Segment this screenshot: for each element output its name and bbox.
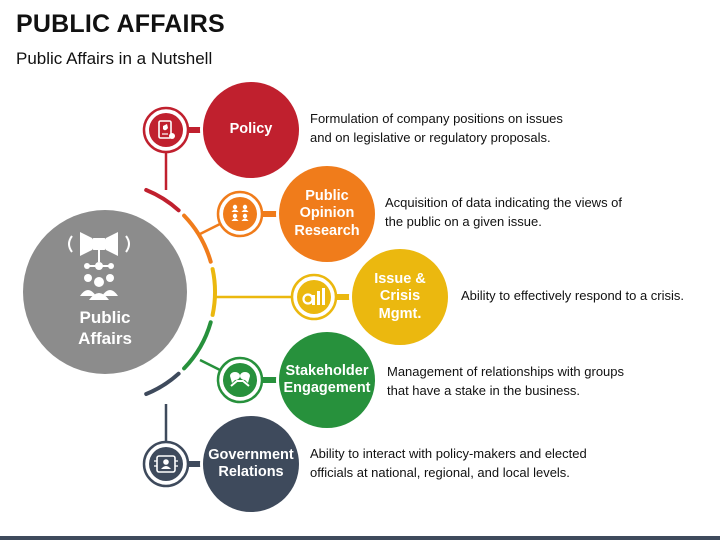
item-label-stakeholder-engagement: Stakeholder Engagement bbox=[283, 362, 371, 396]
item-description-policy: Formulation of company positions on issu… bbox=[310, 111, 563, 145]
arc-segment-issue-crisis-mgmt bbox=[210, 267, 218, 317]
big-circle-policy bbox=[203, 82, 299, 178]
item-description-public-opinion-research: Acquisition of data indicating the views… bbox=[385, 195, 623, 229]
big-circle-public-opinion-research bbox=[279, 166, 375, 262]
big-circle-stakeholder-engagement bbox=[279, 332, 375, 428]
icon-disc-public-opinion-research bbox=[223, 197, 257, 231]
arc-segment-public-opinion-research bbox=[182, 213, 213, 264]
speaker-network-people-icon bbox=[68, 232, 130, 300]
big-circle-government-relations bbox=[203, 416, 299, 512]
government-id-icon bbox=[154, 455, 178, 473]
page-title: PUBLIC AFFAIRS bbox=[16, 10, 225, 38]
icon-node-government-relations bbox=[142, 440, 190, 488]
arc-segment-stakeholder-engagement bbox=[182, 320, 213, 371]
policy-document-icon bbox=[158, 120, 175, 139]
item-label-policy: Policy bbox=[229, 121, 273, 138]
people-survey-icon bbox=[231, 204, 249, 221]
item-description-stakeholder-engagement: Management of relationships with groups … bbox=[387, 364, 625, 398]
item-label-public-opinion-research: Public Opinion Research bbox=[294, 187, 360, 239]
footer-bar bbox=[0, 536, 720, 540]
center-circle bbox=[23, 210, 187, 374]
center-node bbox=[23, 210, 187, 374]
item-label-government-relations: Government Relations bbox=[208, 446, 294, 480]
item-nodes bbox=[142, 79, 451, 515]
arc-segment-policy bbox=[144, 188, 181, 213]
crisis-chart-icon bbox=[302, 288, 325, 305]
center-label: Public Affairs bbox=[78, 308, 132, 348]
item-description-issue-crisis-mgmt: Ability to effectively respond to a cris… bbox=[461, 288, 685, 303]
page-subtitle: Public Affairs in a Nutshell bbox=[16, 49, 213, 68]
icon-disc-policy bbox=[149, 113, 183, 147]
handshake-chat-icon bbox=[230, 372, 250, 387]
icon-node-issue-crisis-mgmt bbox=[290, 273, 338, 321]
arc-segments bbox=[144, 188, 218, 396]
icon-node-policy bbox=[142, 106, 190, 154]
icon-node-public-opinion-research bbox=[216, 190, 264, 238]
icon-node-stakeholder-engagement bbox=[216, 356, 264, 404]
big-circle-issue-crisis-mgmt bbox=[352, 249, 448, 345]
item-description-government-relations: Ability to interact with policy-makers a… bbox=[310, 446, 587, 480]
item-label-issue-crisis-mgmt: Issue & Crisis Mgmt. bbox=[374, 270, 426, 322]
arc-segment-government-relations bbox=[144, 371, 181, 396]
